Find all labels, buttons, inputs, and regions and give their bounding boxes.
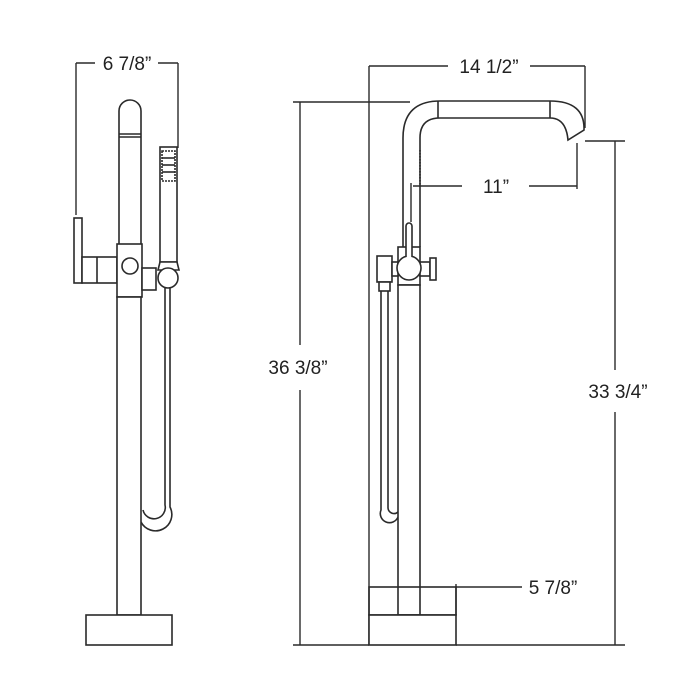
side-lever [73,217,83,284]
spout-reach-label: 11” [483,177,509,198]
overall-height-label: 36 3/8” [268,358,327,379]
spout-reach-dimension: 11” [410,143,578,222]
spout-height-dimension: 33 3/4” [456,140,648,646]
front-spout [402,100,585,247]
front-lever [405,222,413,257]
side-valve-arm [81,256,118,284]
side-width-label: 6 7/8” [103,54,152,75]
side-hose [140,288,173,532]
valve-cap [396,255,422,281]
hose-nut [378,281,391,292]
hand-shower-collar [156,261,181,271]
diverter-block [376,255,393,283]
front-view: 14 1/2” 36 3/8” 33 3/4” 11” 5 7/8” [268,57,648,646]
base-width-dimension: 5 7/8” [455,578,578,615]
side-base [85,614,173,646]
front-hose [379,291,399,524]
hand-shower-holder [157,267,179,289]
overall-reach-dimension: 14 1/2” [368,57,586,645]
side-width-dimension: 6 7/8” [75,54,179,215]
valve-cap [121,257,139,275]
diverter-connector [141,267,157,291]
side-view: 6 7/8” [73,54,181,646]
side-hand-shower [156,146,181,289]
side-knob [429,257,437,281]
spray-face [161,150,176,182]
front-base [368,614,457,646]
overall-height-dimension: 36 3/8” [268,101,410,646]
spout-height-label: 33 3/4” [588,382,647,403]
overall-reach-label: 14 1/2” [459,57,518,78]
front-riser [397,284,421,616]
side-spout [118,99,142,245]
base-width-label: 5 7/8” [529,578,578,599]
side-riser [116,296,142,616]
